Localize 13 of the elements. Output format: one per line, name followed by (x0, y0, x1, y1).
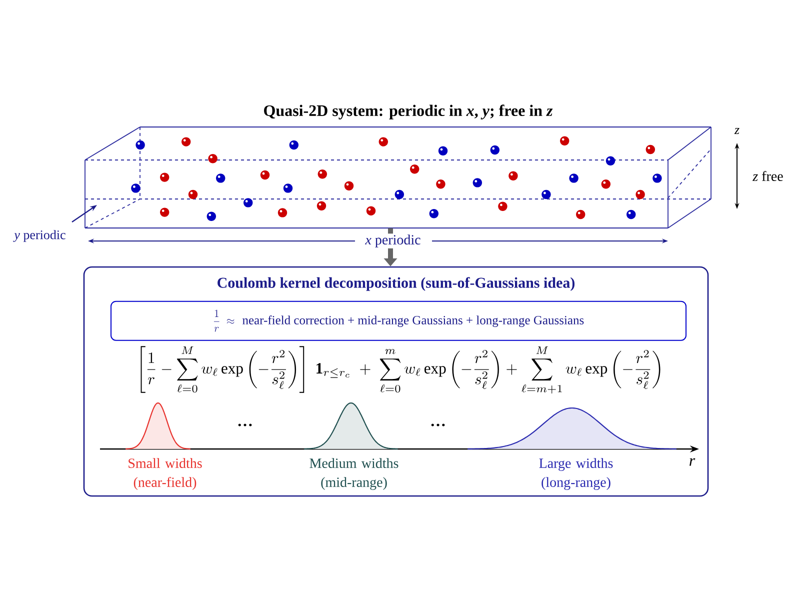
slab-drawing (84, 126, 712, 228)
axis-label: y periodic (13, 230, 66, 242)
axis-label: r (690, 458, 696, 466)
caption: Medium widths (mid-range) (310, 458, 398, 490)
axis-label: z free (752, 171, 783, 181)
title: Quasi-2D system: periodic in x, y; free in z (264, 104, 553, 120)
ellipsis: … (238, 424, 252, 426)
axis-label: z (734, 128, 740, 134)
axis-label: x periodic (364, 234, 422, 248)
ellipsis: … (431, 424, 445, 426)
formula-box: $\dfrac{1}{r}\;\approx$ near-field correction + mid-range Gaussians + long-range Gaussians (110, 300, 686, 341)
caption: Large widths (long-range) (539, 458, 613, 490)
caption: Small widths (near-field) (128, 458, 202, 490)
